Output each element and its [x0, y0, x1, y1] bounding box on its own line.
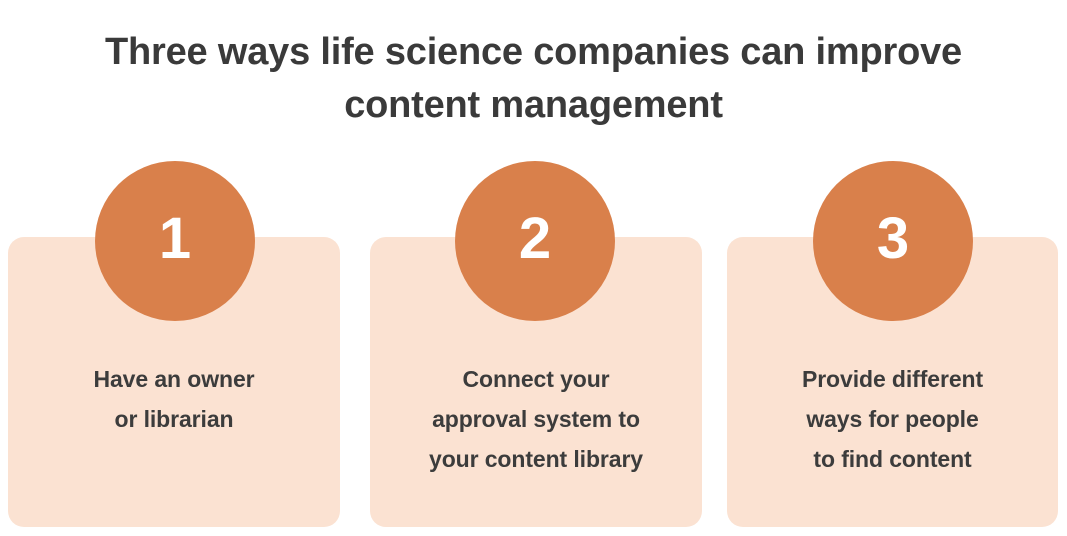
step-number-badge-1: 1: [95, 161, 255, 321]
step-number-1: 1: [158, 206, 192, 271]
step-card-1-label: Have an owner or librarian: [93, 366, 255, 432]
step-number-2: 2: [518, 206, 552, 271]
step-number-badge-2: 2: [455, 161, 615, 321]
step-card-3: Provide different ways for people to fin…: [727, 237, 1058, 527]
page-title: Three ways life science companies can im…: [105, 31, 962, 126]
step-card-2-label: Connect your approval system to your con…: [429, 366, 643, 472]
step-number-3: 3: [876, 206, 910, 271]
step-card-3-label: Provide different ways for people to fin…: [801, 366, 984, 472]
step-number-badge-3: 3: [813, 161, 973, 321]
